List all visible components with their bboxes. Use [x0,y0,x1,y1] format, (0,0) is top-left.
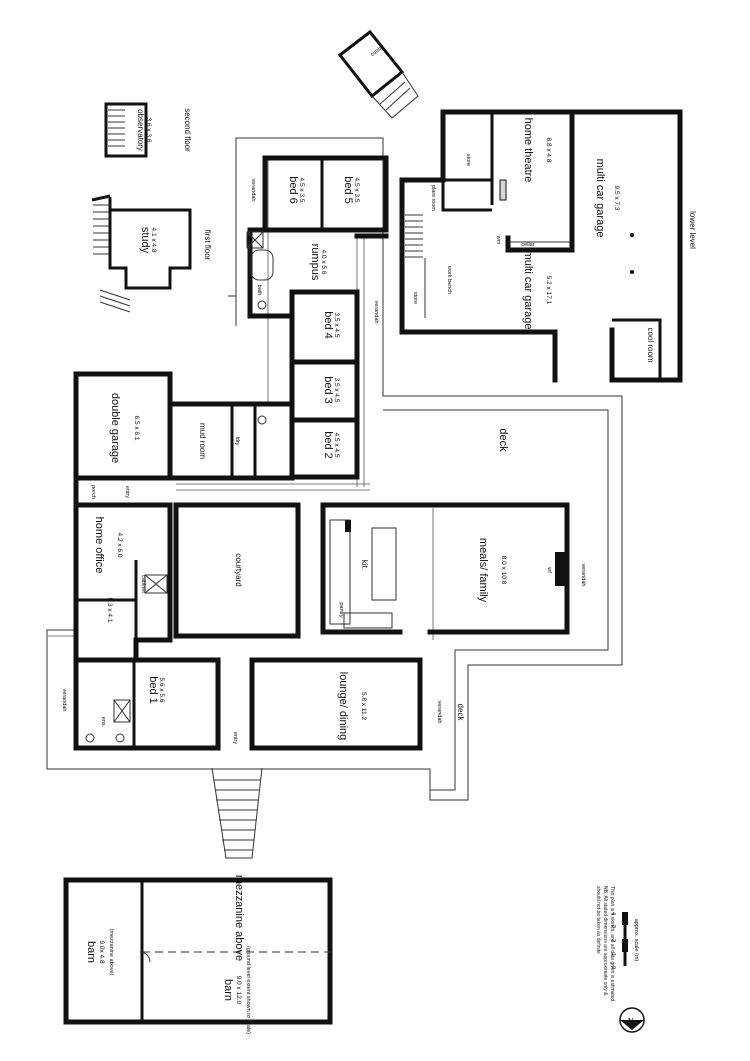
scale-tick-3: 3 [610,925,616,928]
observatory-dim: 3.6 x 3.6 [145,118,152,143]
scale-label: approx. scale (m) [633,919,639,962]
bed1-dim: 5.6 x 5.6 [158,678,165,703]
rumpus-label: rumpus [309,244,321,281]
lounge-dining-label: lounge/ dining [337,672,349,741]
observatory-label: observatory [136,109,145,151]
bed6-label: bed 6 [287,176,299,204]
barn-main-label: barn [222,979,234,1001]
bed4-label: bed 4 [322,311,334,339]
pantry-label: pantry [338,602,344,618]
wf-label: wf [546,566,552,573]
bed5-label: bed 5 [342,176,354,204]
barn-main-note: (ground level extent shown to scale) [245,946,251,1034]
main-room-labels: bed 6 4.5 x 3.5 bed 5 4.5 x 3.5 rumpus 4… [90,176,552,744]
multi-car-garage-1-label: multi car garage [594,159,606,238]
cellar-label: cellar [521,242,534,248]
bed3-dim: 3.5 x 4.5 [333,378,340,403]
bed3-label: bed 3 [322,376,334,404]
home-theatre-label: home theatre [522,118,534,183]
disclaimer: This plan is a sketch, and all data give… [595,886,615,1003]
verandah-top-left: verandah [250,179,256,202]
verandah-top-mid: verandah [373,301,379,324]
bath-label: bath [256,285,262,296]
study-block: study 4.1 x 4.8 first floor [91,194,212,313]
verandah-lounge: verandah [436,701,442,724]
workbench-label: work bench [446,265,452,294]
double-garage-dim: 6.5 x 6.1 [133,416,140,441]
meals-family-dim: 8.0 x 10.8 [500,556,507,585]
barn-left-label: barn [85,941,97,963]
bed6-dim: 4.5 x 3.5 [298,178,305,203]
home-office-dim: 4.2 x 6.0 [116,533,123,558]
bed5-dim: 4.5 x 3.5 [353,178,360,203]
level-second-floor: second floor [183,108,192,152]
home-theatre-dim: 8.8 x 4.8 [545,138,552,163]
scale-tick-1: 1 [610,953,616,956]
compass-label: N [628,1017,634,1026]
level-lower-level: lower level [688,211,697,249]
legend: N 0 1 2 3 4 approx. scale (m) [610,912,645,1033]
lower-level-block: home theatre 8.8 x 4.8 multi car garage … [399,109,697,383]
cool-room-label: cool room [646,327,655,362]
double-garage-label: double garage [109,393,121,463]
lounge-dining-dim: 5.8 x 11.2 [360,692,367,720]
barn-main-dim: 9.0 x 12.0 [235,976,242,1005]
study-label: study [139,227,151,254]
verandah-right: verandah [580,564,586,587]
deck-top-label: deck [497,428,509,452]
scale-ticks: 0 1 2 3 4 [610,912,616,969]
observatory-block: observatory 3.6 x 3.6 second floor [104,102,192,158]
office-ext-dim: 5.3 x 4.1 [106,598,113,623]
bed2-label: bed 2 [322,431,334,459]
multi-car-garage-2-label: multi car garage [522,251,534,330]
store-1-label: store [465,154,471,166]
scale-tick-4: 4 [610,912,616,915]
store-2-label: store [412,292,418,304]
barn-left-dim: 9.0x 4.8 [98,940,105,964]
meals-family-label: meals/ family [477,538,489,603]
barn-left-note: (mezzanine above) [108,929,114,976]
cubby-block: cubby [337,29,419,119]
study-dim: 4.1 x 4.8 [150,228,157,253]
mezzanine-label: mezzanine above [233,875,245,961]
level-first-floor: first floor [203,230,212,261]
mud-room-label: mud room [198,423,207,459]
deck-side-label: deck [456,704,465,722]
multi-car-garage-2-dim: 5.2 x 17.1 [545,276,552,305]
cabinet-label: cabinet [140,575,146,593]
bed1-label: bed 1 [147,676,159,704]
ens-label: ens. [100,717,106,728]
courtyard-label: courtyard [234,553,243,586]
bed2-dim: 4.5 x 4.5 [333,433,340,458]
multi-car-garage-1-dim: 9.5 x 7.3 [613,186,620,211]
verandah-left: verandah [61,689,67,712]
porch-label: porch [90,485,96,499]
ldry-label: ldry [234,437,240,446]
home-office-label: home office [93,517,105,574]
rumpus-dim: 4.0 x 5.6 [320,250,327,275]
verandah-outlines [46,137,623,801]
bed4-dim: 3.5 x 4.5 [333,313,340,338]
scale-tick-0: 0 [610,966,616,969]
scale-tick-2: 2 [610,939,616,942]
barn-block: barn 9.0x 4.8 (mezzanine above) barn 9.0… [63,875,333,1034]
main-house-walls [73,155,570,859]
plant-room-label: plant room [430,185,436,211]
entry-main-label: entry [232,732,238,744]
wm-label: wm [495,235,501,245]
entry-side-label: entry [124,486,130,498]
kit-label: kit. [360,560,369,570]
verandah-labels: verandah verandah verandah verandah vera… [61,179,586,724]
